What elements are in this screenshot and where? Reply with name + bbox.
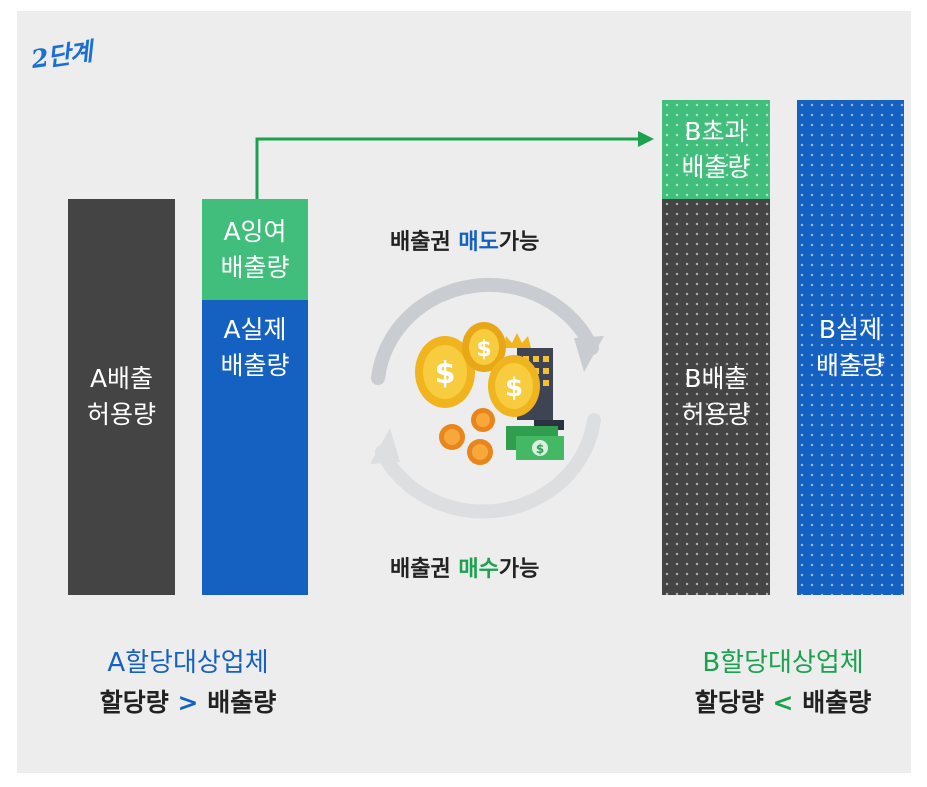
svg-text:$: $	[476, 337, 491, 362]
a-actual-block: A실제 배출량	[202, 300, 308, 595]
buy-highlight: 매수	[458, 557, 499, 582]
sell-prefix: 배출권	[390, 230, 459, 255]
company-b-caption: B할당대상업체 할당량 < 배출량	[662, 643, 904, 723]
less-than-symbol: <	[772, 688, 794, 717]
company-a-comparison-left: 할당량	[99, 688, 169, 717]
sell-suffix: 가능	[498, 230, 540, 255]
company-b-comparison-right: 배출량	[802, 688, 872, 717]
greater-than-symbol: >	[177, 688, 199, 717]
sell-possible-text: 배출권 매도가능	[390, 224, 539, 256]
company-a-title: A할당대상업체	[107, 648, 269, 678]
a-surplus-label: A잉여 배출량	[220, 216, 290, 282]
b-excess-block: B초과 배출량	[662, 100, 770, 199]
crown-icon	[503, 333, 531, 348]
svg-text:$: $	[536, 442, 544, 456]
a-allowance-block: A배출 허용량	[68, 199, 175, 595]
svg-text:$: $	[435, 356, 456, 391]
b-actual-label: B실제 배출량	[815, 314, 885, 380]
b-excess-label: B초과 배출량	[681, 116, 751, 182]
a-surplus-block: A잉여 배출량	[202, 199, 308, 300]
sell-highlight: 매도	[458, 230, 499, 255]
banknote-icon: $	[506, 420, 564, 460]
buy-prefix: 배출권	[390, 557, 459, 582]
b-allowance-block: B배출 허용량	[662, 199, 770, 595]
a-allowance-label: A배출 허용량	[86, 364, 156, 429]
a-actual-label: A실제 배출량	[220, 314, 290, 380]
buy-possible-text: 배출권 매수가능	[390, 551, 539, 583]
arrow-right-icon	[255, 131, 654, 199]
svg-text:$: $	[505, 373, 523, 403]
company-b-title: B할당대상업체	[702, 648, 864, 678]
b-actual-block: B실제 배출량	[797, 100, 904, 595]
company-b-comparison: 할당량 < 배출량	[662, 683, 904, 723]
b-allowance-label: B배출 허용량	[681, 364, 751, 429]
buy-suffix: 가능	[498, 557, 540, 582]
money-exchange-icon: $ $ $ $	[370, 277, 604, 519]
dollar-coin-icon: $ $ $	[415, 322, 540, 465]
company-a-comparison-right: 배출량	[207, 688, 277, 717]
company-a-caption: A할당대상업체 할당량 > 배출량	[68, 643, 308, 723]
company-a-comparison: 할당량 > 배출량	[68, 683, 308, 723]
company-b-comparison-left: 할당량	[694, 688, 764, 717]
